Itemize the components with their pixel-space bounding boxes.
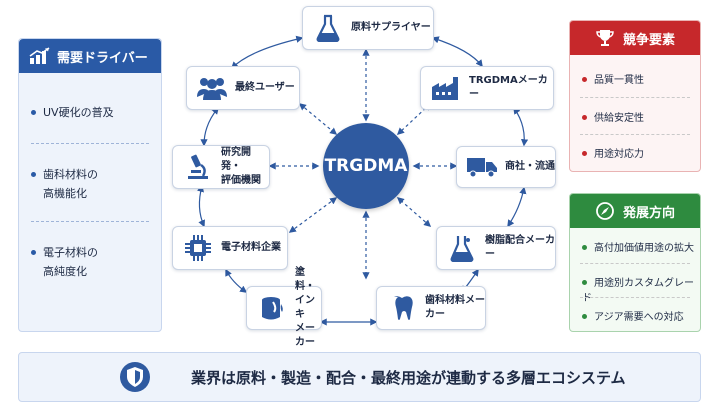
growth-item: アジア需要への対応 — [582, 308, 684, 323]
factory-icon — [429, 73, 463, 103]
ring-arrow — [513, 106, 529, 147]
growth-item: 高付加価値用途の拡大 — [582, 239, 694, 254]
banner-text: 業界は原料・製造・配合・最終用途が連動する多層エコシステム — [191, 369, 626, 387]
growth-panel: 発展方向 高付加価値用途の拡大 用途別カスタムグレード アジア需要への対応 — [569, 193, 701, 332]
bullet-dot — [582, 150, 587, 156]
shield-icon — [120, 362, 150, 392]
summary-banner: 業界は原料・製造・配合・最終用途が連動する多層エコシステム — [18, 352, 701, 402]
bullet-dot — [31, 171, 36, 177]
node-trgdma-maker: TRGDMAメーカー — [420, 66, 554, 110]
node-raw-material-supplier: 原料サプライヤー — [302, 6, 434, 50]
divider — [31, 143, 149, 144]
bullet-dot — [31, 249, 36, 255]
node-trading-distribution: 商社・流通 — [456, 146, 556, 188]
divider — [580, 263, 690, 264]
divider — [31, 221, 149, 222]
node-end-user: 最終ユーザー — [186, 66, 300, 110]
bullet-dot — [582, 313, 587, 319]
node-resin-formulator: 樹脂配合メーカー — [436, 226, 556, 270]
ring-arrow — [225, 268, 248, 293]
compass-icon — [596, 202, 614, 220]
demand-drivers-title: 需要ドライバー — [57, 50, 148, 66]
spoke-arrow — [288, 197, 338, 233]
spoke-arrow — [396, 197, 432, 227]
divider — [580, 134, 690, 135]
spoke-arrow — [298, 103, 338, 135]
bar-chart-icon — [29, 47, 50, 64]
chip-icon — [181, 233, 215, 263]
bullet-dot — [582, 114, 587, 120]
node-electronic-materials: 電子材料企業 — [172, 226, 288, 270]
ring-arrow — [230, 35, 304, 70]
demand-item: 歯科材料の 高機能化 — [31, 165, 98, 203]
paint-can-icon — [255, 293, 289, 323]
trophy-icon — [596, 30, 614, 46]
center-trgdma: TRGDMA — [323, 123, 409, 209]
microscope-icon — [181, 152, 215, 182]
node-paint-ink-maker: 塗料・インキメーカー — [246, 267, 322, 348]
demand-drivers-panel: 需要ドライバー UV硬化の普及 歯科材料の 高機能化 電子材料の 高純度化 — [18, 38, 162, 332]
competition-item: 品質一貫性 — [582, 71, 644, 86]
growth-item: 用途別カスタムグレード — [582, 278, 694, 304]
competition-header: 競争要素 — [570, 21, 700, 55]
growth-header: 発展方向 — [570, 194, 700, 228]
ring-arrow — [507, 186, 527, 228]
competition-item: 用途対応力 — [582, 145, 644, 160]
divider — [580, 97, 690, 98]
competition-panel: 競争要素 品質一貫性 供給安定性 用途対応力 — [569, 20, 701, 172]
divider — [580, 297, 690, 298]
ring-arrow — [200, 106, 219, 147]
tooth-icon — [385, 293, 419, 323]
demand-item: 電子材料の 高純度化 — [31, 243, 98, 281]
node-dental-maker: 歯科材料メーカー — [376, 286, 486, 330]
bullet-dot — [582, 279, 587, 285]
beaker-icon — [445, 233, 479, 263]
ring-arrow — [431, 36, 483, 68]
node-rnd-institution: 研究開発・評価機関 — [172, 145, 270, 189]
bullet-dot — [31, 109, 36, 115]
bullet-dot — [582, 76, 587, 82]
bullet-dot — [582, 244, 587, 250]
demand-drivers-header: 需要ドライバー — [19, 39, 161, 73]
flask-icon — [311, 13, 345, 43]
users-icon — [195, 73, 229, 103]
demand-item: UV硬化の普及 — [31, 103, 114, 122]
ring-arrow — [197, 184, 205, 228]
truck-icon — [465, 152, 499, 182]
competition-item: 供給安定性 — [582, 109, 644, 124]
